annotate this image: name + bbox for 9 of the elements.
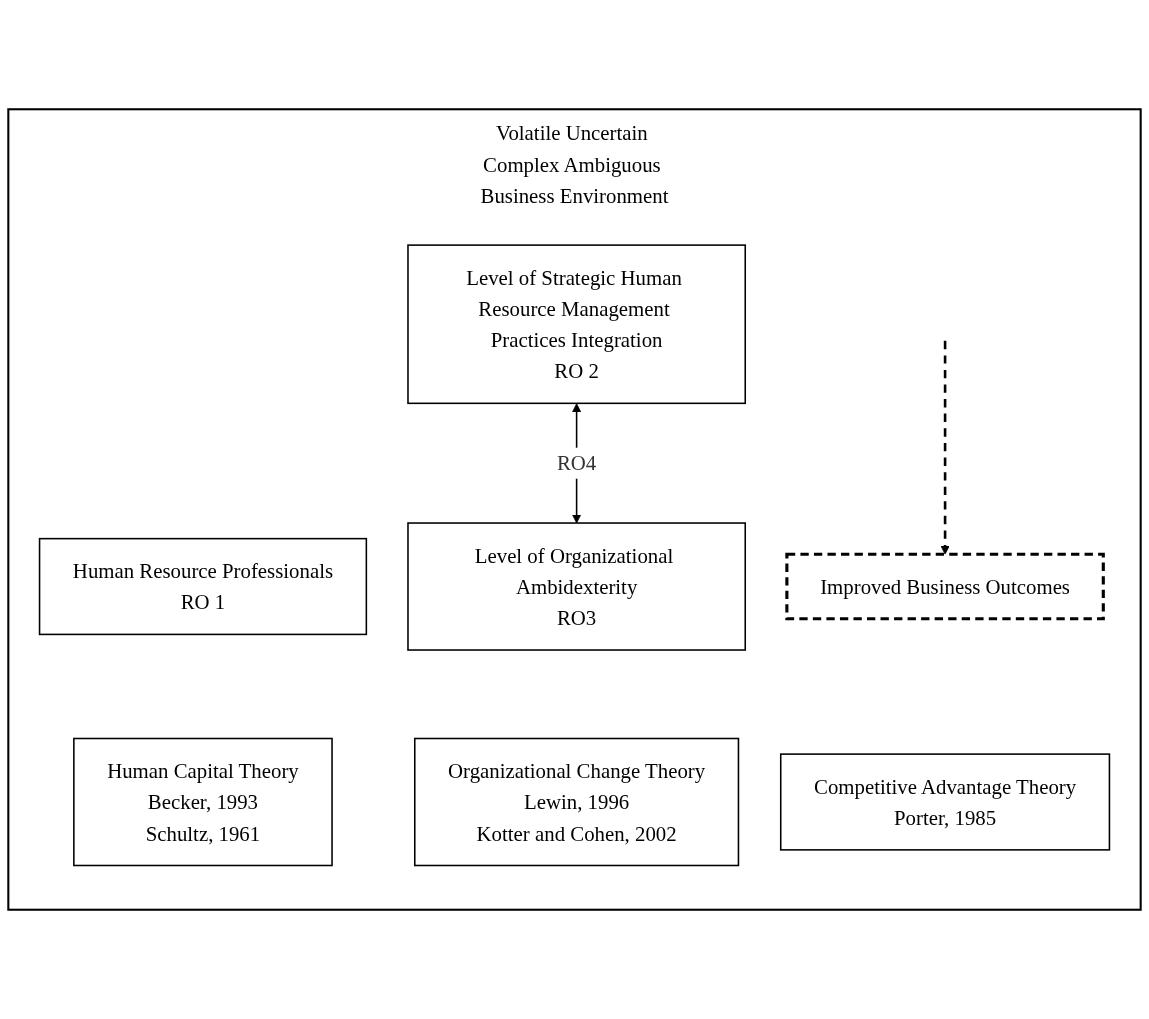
- node-box: Level of Strategic Human Resource Management Practices Integration RO 2: [407, 244, 746, 405]
- node-box: Level of Organizational Ambidexterity RO3: [407, 522, 746, 651]
- node-box: Competitive Advantage Theory Porter, 1985: [779, 753, 1111, 851]
- arrow: [940, 340, 950, 555]
- node-box: Human Resource Professionals RO 1: [38, 537, 368, 636]
- node-box: Human Capital Theory Becker, 1993 Schultz, 1961: [73, 737, 333, 867]
- edge-label: RO4: [556, 451, 597, 475]
- node-box: Organizational Change Theory Lewin, 1996 Kotter and Cohen, 2002: [414, 737, 740, 867]
- node-box: Improved Business Outcomes: [785, 552, 1105, 621]
